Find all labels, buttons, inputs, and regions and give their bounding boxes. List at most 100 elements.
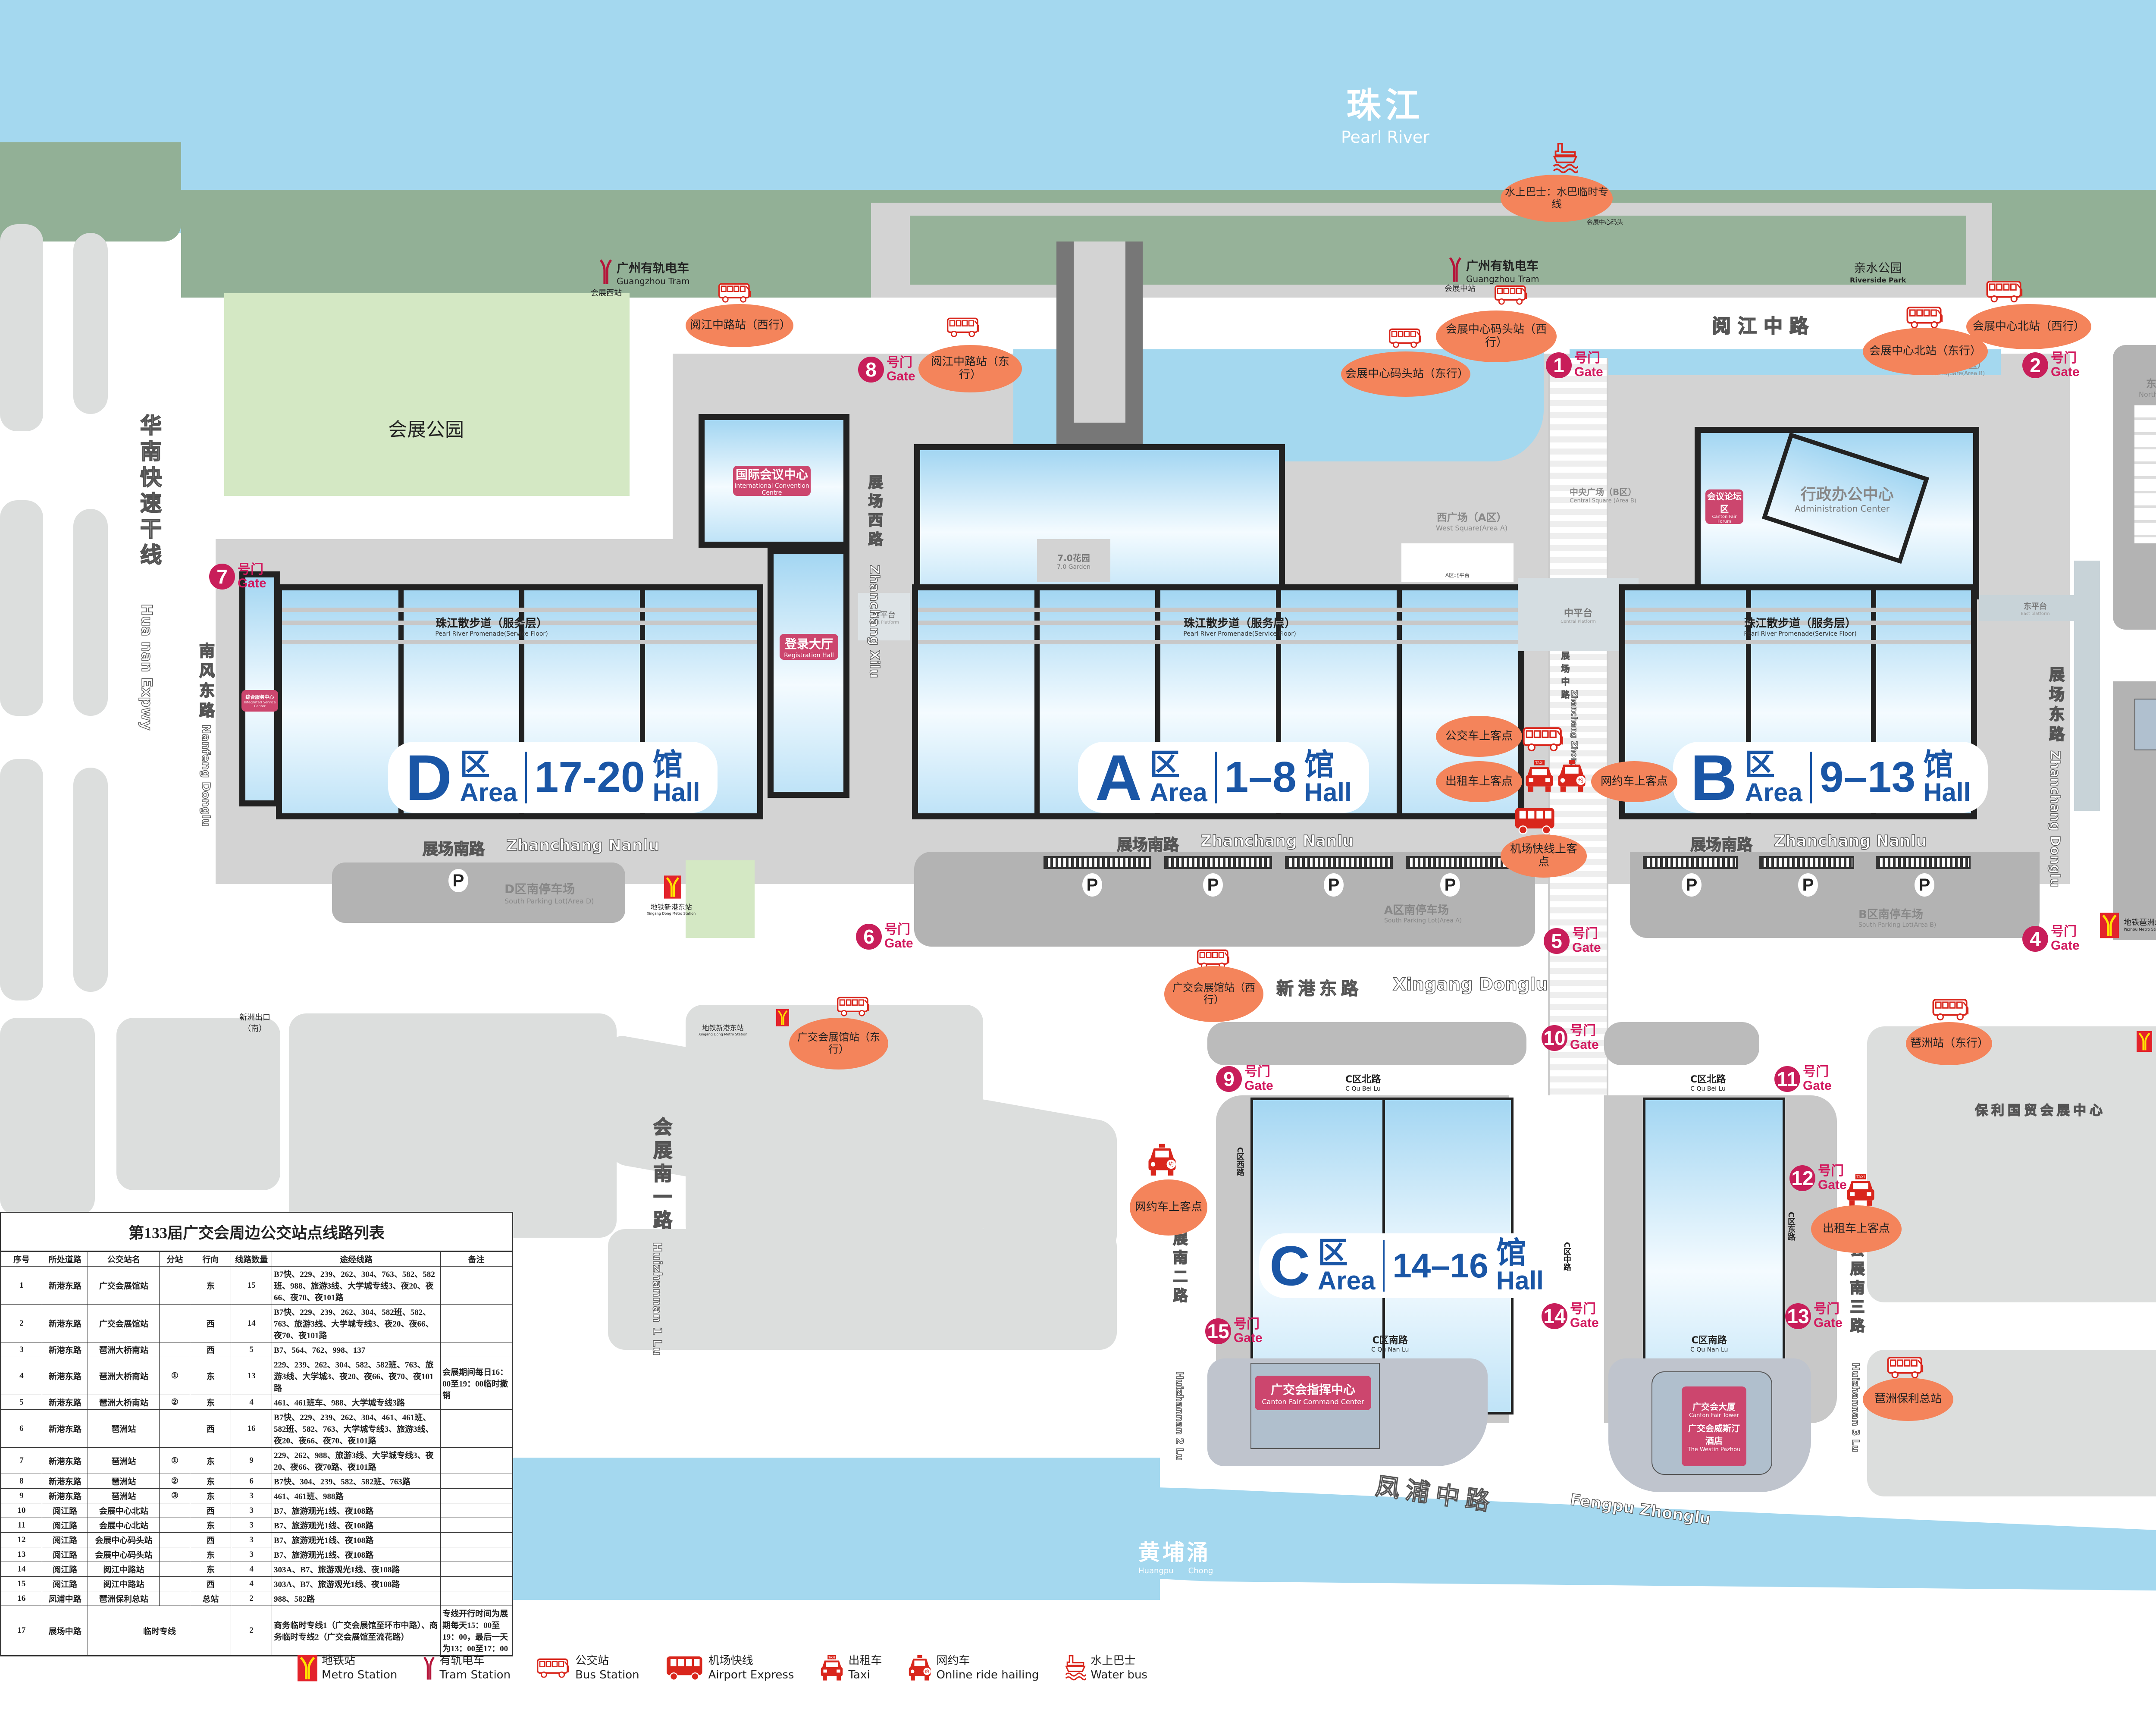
canton-fair-forum-sign: 会议论坛区 Canton Fair Forum [1705,489,1743,524]
bus-route-table: 第133届广交会周边公交站点线路列表 序号 所处道路 公交站名 分站 行向 线路… [0,1212,513,1656]
metro-pazhou-north[interactable] [2100,912,2119,941]
west-platform-en: West Platform [869,620,899,625]
water-bus-icon [1552,142,1578,175]
tram-station-huizhan-central[interactable]: 广州有轨电车 Guangzhou Tram [1449,257,1539,284]
cell-no: 15 [1,1576,42,1591]
cell-dir: 总站 [190,1591,232,1606]
b-parking-stripes [1643,856,1738,869]
bus-stop-pazhou-east[interactable]: 琶洲站（东行） [1906,1022,1992,1065]
taxi-icon [1524,759,1554,794]
c-ride-hailing-pickup-point[interactable]: 网约车上客点 [1130,1179,1207,1236]
block [608,1229,1117,1350]
bus-stop-north-west[interactable]: 会展中心北站（西行） [1966,304,2091,349]
gate-number: 4 [2022,925,2048,952]
cell-road: 阅江路 [41,1576,88,1591]
cell-stop: 会展中心码头站 [88,1547,160,1562]
riverside-park-zh: 亲水公园 [1854,261,1902,275]
water-bus-stop[interactable]: 水上巴士：水巴临时专线 [1501,175,1613,222]
hall-zh: 馆 [1923,747,1954,781]
area-letter: A [1095,741,1142,814]
gate-number: 13 [1785,1303,1811,1329]
bus-stop-yuejiang-west[interactable]: 阅江中路站（西行） [686,304,793,347]
sign-zh: 会议论坛区 [1707,491,1742,514]
header-no: 序号 [1,1251,42,1267]
zhanchang-donglu-label: 展场东路 [2046,666,2065,746]
c-taxi-pickup-point[interactable]: 出租车上客点 [1811,1205,1902,1253]
ride-hailing-pickup-point[interactable]: 网约车上客点 [1591,761,1677,802]
area-en: Area [1317,1266,1376,1295]
bus-icon [718,282,752,303]
bus-stop-cantonfair-west[interactable]: 广交会展馆站（西行） [1164,966,1263,1022]
pearl-river-label: 珠江 Pearl River [1341,78,1429,147]
metro-xingang-dong-north[interactable] [664,875,681,900]
gate-number: 8 [858,356,884,383]
poly-world-trade-label: 保利国贸会展中心 [1974,1103,2106,1119]
east-walkway [2074,561,2100,811]
block [0,1018,95,1216]
metro-xingang-dong-south[interactable] [776,1005,789,1032]
gate-number: 14 [1542,1303,1567,1329]
c-qu-donglu: C区东路 [1786,1212,1796,1241]
cell-road: 新港东路 [41,1447,88,1474]
cell-sub: ③ [159,1488,191,1503]
cell-no: 10 [1,1503,42,1518]
gate-number: 11 [1774,1066,1800,1092]
huizhan-park-label: 会展公园 [388,419,464,441]
bus-stop-poly-terminal[interactable]: 琶洲保利总站 [1863,1378,1953,1421]
bus-stop-north-east[interactable]: 会展中心北站（东行） [1863,328,1988,375]
cell-sub [159,1266,191,1305]
cell-sub [159,1503,191,1518]
hall-en: Hall [652,778,700,807]
zhanchang-zhonglu-en-label: Zhanchang Zhonglu [1569,690,1579,777]
sign-en: Canton Fair Command Center [1262,1397,1364,1406]
taxi-pickup-point[interactable]: 出租车上客点 [1436,761,1522,802]
hall-range: 14–16 [1392,1246,1489,1285]
cell-road: 新港东路 [41,1474,88,1489]
west-square-zh: 西广场（A区） [1436,511,1507,524]
bus-icon [837,996,871,1017]
header-sub: 分站 [159,1251,191,1267]
intl-convention-centre-sign: 国际会议中心 International Convention Centre [733,466,811,496]
header-stop: 公交站名 [88,1251,160,1267]
cell-count: 15 [231,1266,273,1305]
bus-stop-cantonfair-east[interactable]: 广交会展馆站（东行） [789,1018,888,1070]
tram-station-huizhan-west[interactable]: 广州有轨电车 Guangzhou Tram [599,259,689,286]
registration-hall-sign: 登录大厅 Registration Hall [780,634,838,660]
west-square-label: 西广场（A区） West Square(Area A) [1436,509,1507,532]
b-south-parking-label: B区南停车场 South Parking Lot(Area B) [1858,906,1936,928]
cell-stop: 琶洲站 [88,1409,160,1448]
bus-icon [1494,285,1529,305]
airport-express-pickup-point[interactable]: 机场快线上客点 [1501,834,1587,878]
tram-zh: 广州有轨电车 [1466,259,1539,273]
cell-count: 4 [231,1395,273,1410]
bus-pickup-point[interactable]: 公交车上客点 [1436,716,1522,757]
bus-stop-dock-west[interactable]: 会展中心码头站（西行） [1436,310,1557,362]
nanfeng-donglu-en-label: Nanfeng Donglu [199,724,213,827]
cell-routes: 303A、B7、旅游观光1线、夜108路 [272,1562,441,1577]
a-parking-icon: P [1324,873,1344,897]
c-qu-beilu-east: C区北路 C Qu Bei Lu [1690,1072,1726,1092]
area-zh: 区 [1317,1236,1348,1270]
bus-stop-yuejiang-east[interactable]: 阅江中路站（东行） [918,345,1022,392]
d-parking-en: South Parking Lot(Area D) [505,897,594,905]
cell-note [440,1518,512,1533]
metro-pazhou-south[interactable] [2137,1031,2152,1054]
bus-stop-dock-east[interactable]: 会展中心码头站（东行） [1341,351,1470,397]
